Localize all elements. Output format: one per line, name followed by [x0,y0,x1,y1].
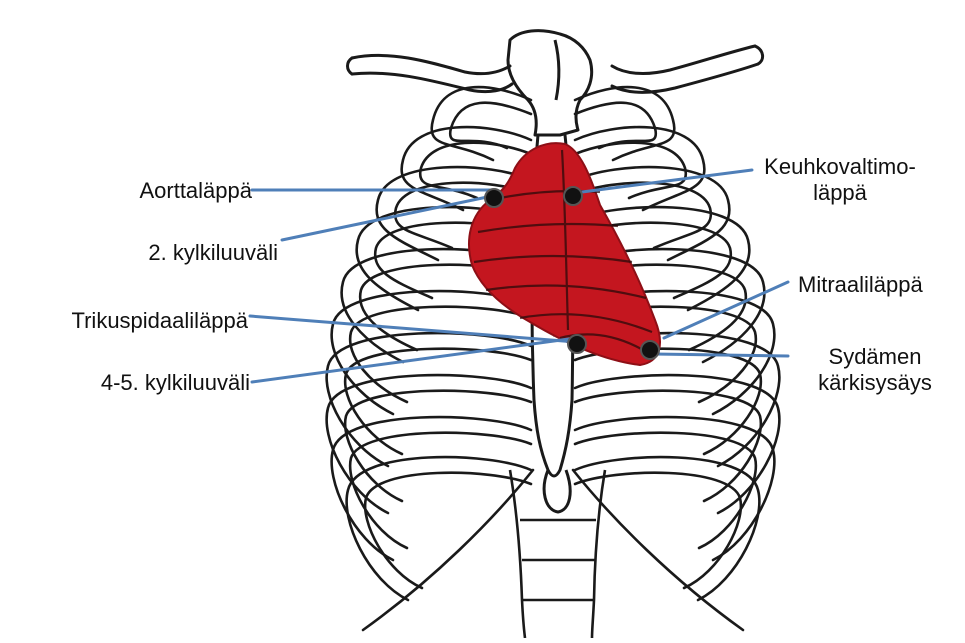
label-aortic-valve: Aorttaläppä [82,178,252,204]
rib-right-8-lower [345,391,531,501]
label-apex-beat-line1: Sydämen [790,344,960,370]
rib-left-10-lower [575,473,741,588]
clavicles [348,46,763,92]
point-mitral-apex [641,341,659,359]
heart-shape [469,143,660,365]
label-apex-beat-line2: kärkisysäys [790,370,960,396]
heart [469,143,660,365]
rib-right-9-lower [350,433,531,548]
point-aortic [485,189,503,207]
label-mitral-valve: Mitraaliläppä [798,272,963,298]
leader-apex-beat [654,354,788,356]
spine [510,470,605,638]
point-tricuspid [568,335,586,353]
rib-left-1-lower [575,103,656,148]
leader-pulmonary-valve [582,170,752,192]
label-second-intercostal: 2. kylkiluuväli [88,240,278,266]
rib-right-1-lower [450,103,531,148]
label-fourth-fifth-intercostal: 4-5. kylkiluuväli [50,370,250,396]
label-pulmonary-valve: Keuhkovaltimo- läppä [740,154,940,206]
label-pulmonary-valve-line1: Keuhkovaltimo- [740,154,940,180]
rib-right-9-upper [332,417,531,560]
rib-right-10-lower [365,473,531,588]
rib-right-10-upper [347,457,531,600]
label-apex-beat: Sydämen kärkisysäys [790,344,960,396]
point-pulmonary [564,187,582,205]
label-tricuspid-valve: Trikuspidaaliläppä [8,308,248,334]
leader-second-intercostal [282,196,492,240]
label-pulmonary-valve-line2: läppä [740,180,940,206]
rib-left-9-upper [575,417,774,560]
